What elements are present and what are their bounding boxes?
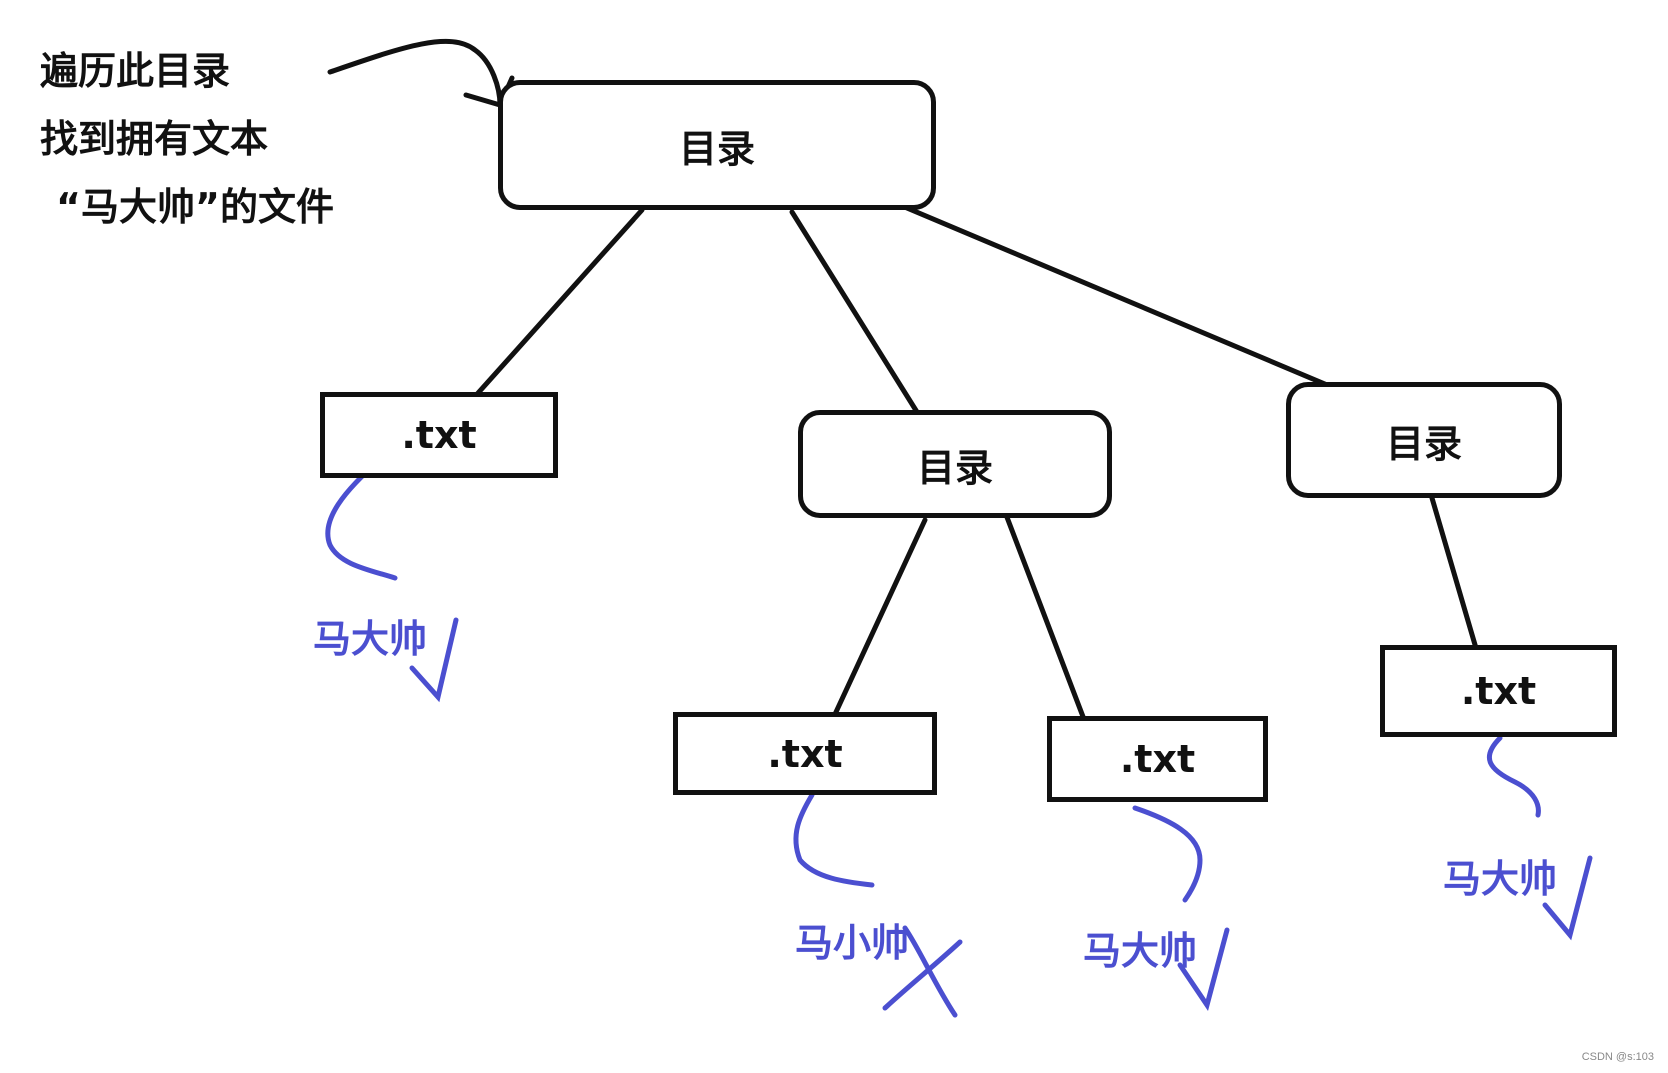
result-label-file-c1: 马大帅 — [1443, 857, 1558, 901]
check-file-c1 — [1542, 855, 1593, 941]
file-node-c1: .txt — [1380, 645, 1617, 737]
edge-root-dir-c — [885, 197, 1361, 401]
link-file-b2 — [1132, 805, 1203, 903]
instruction-line-1: 遍历此目录 — [40, 49, 231, 93]
cross-file-b1-b — [902, 925, 958, 1018]
file-node-b1: .txt — [673, 712, 937, 795]
link-file-b1 — [793, 792, 875, 888]
edge-root-file-a — [467, 207, 645, 405]
watermark: CSDN @s:103 — [1581, 1051, 1654, 1063]
root-directory-node: 目录 — [498, 80, 936, 210]
cross-file-b1-a — [882, 939, 963, 1011]
instruction-line-3: “马大帅”的文件 — [56, 185, 334, 229]
file-node-a: .txt — [320, 392, 558, 478]
result-label-file-b1: 马小帅 — [795, 921, 910, 965]
link-file-a — [325, 455, 398, 581]
edge-dir-c-file-c1 — [1429, 495, 1481, 658]
directory-node-b: 目录 — [798, 410, 1112, 518]
check-file-a — [409, 617, 459, 703]
edge-dir-b-file-b2 — [1002, 509, 1093, 738]
edge-root-dir-b — [789, 209, 925, 423]
note-arrow — [327, 38, 503, 108]
directory-node-c: 目录 — [1286, 382, 1562, 498]
result-label-file-b2: 马大帅 — [1083, 929, 1198, 973]
file-node-b2: .txt — [1047, 716, 1268, 802]
check-file-b2 — [1177, 927, 1230, 1011]
edge-dir-b-file-b1 — [827, 517, 928, 728]
result-label-file-a: 马大帅 — [313, 617, 428, 661]
link-file-c1 — [1486, 735, 1541, 818]
instruction-line-2: 找到拥有文本 — [40, 117, 269, 161]
